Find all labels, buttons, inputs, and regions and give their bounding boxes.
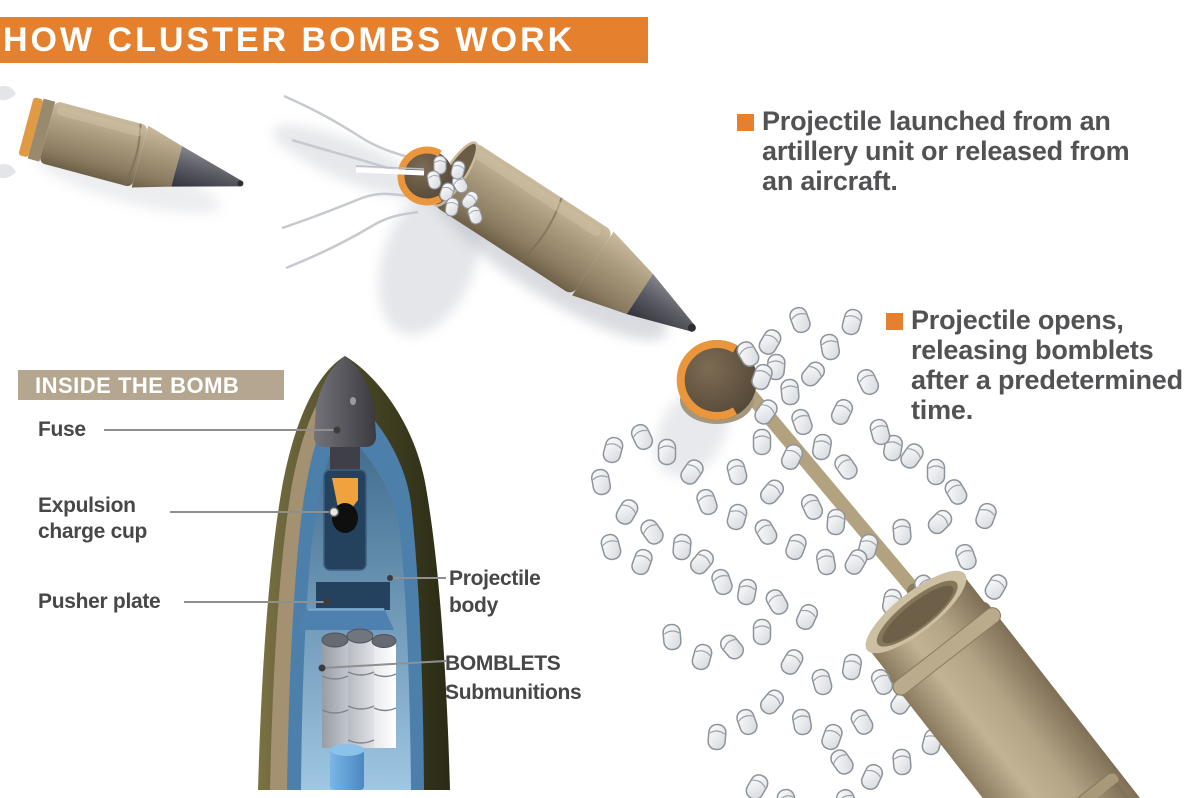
step-1-text: Projectile launched from an artillery un… [762, 106, 1130, 196]
projectile-separating [355, 141, 696, 332]
step-2-line-4: time. [911, 395, 974, 425]
step-1-line-1: Projectile launched from an [762, 106, 1111, 136]
bomblet-dispersal [589, 304, 1173, 798]
ejection-cylinder [330, 750, 364, 790]
fuse-nose-cone [314, 357, 376, 447]
step-2-line-1: Projectile opens, [911, 305, 1124, 335]
bomblet-stack [321, 628, 397, 748]
step-2-text: Projectile opens, releasing bomblets aft… [911, 305, 1183, 425]
pusher-plate-graphic [298, 608, 394, 630]
inside-banner-title: INSIDE THE BOMB [35, 373, 240, 398]
step-1-line-2: artillery unit or released from [762, 136, 1130, 166]
step-bullet-icon [886, 313, 903, 330]
step-bullet-icon [737, 114, 754, 131]
label-fuse: Fuse [38, 418, 86, 441]
leader-lines [104, 429, 447, 669]
label-projectile-body: Projectile body [449, 567, 541, 617]
page-title: HOW CLUSTER BOMBS WORK [3, 21, 576, 59]
inside-the-bomb-banner: INSIDE THE BOMB [18, 370, 284, 400]
header-banner: HOW CLUSTER BOMBS WORK [0, 17, 648, 63]
leader-dots [318, 426, 393, 672]
bomb-cross-section [258, 356, 450, 790]
label-bomblets-submunitions: BOMBLETS Submunitions [445, 652, 582, 704]
expulsion-charge-cup-graphic [332, 478, 358, 512]
artillery-projectile [18, 97, 244, 188]
step-2-line-3: after a predetermined [911, 365, 1183, 395]
label-expulsion-charge-cup: Expulsion charge cup [38, 494, 148, 543]
ejected-base-cap [677, 340, 757, 420]
step-2-line-2: releasing bomblets [911, 335, 1154, 365]
label-pusher-plate: Pusher plate [38, 590, 161, 613]
step-1-line-3: an aircraft. [762, 166, 898, 196]
empty-projectile-body [865, 570, 1173, 798]
